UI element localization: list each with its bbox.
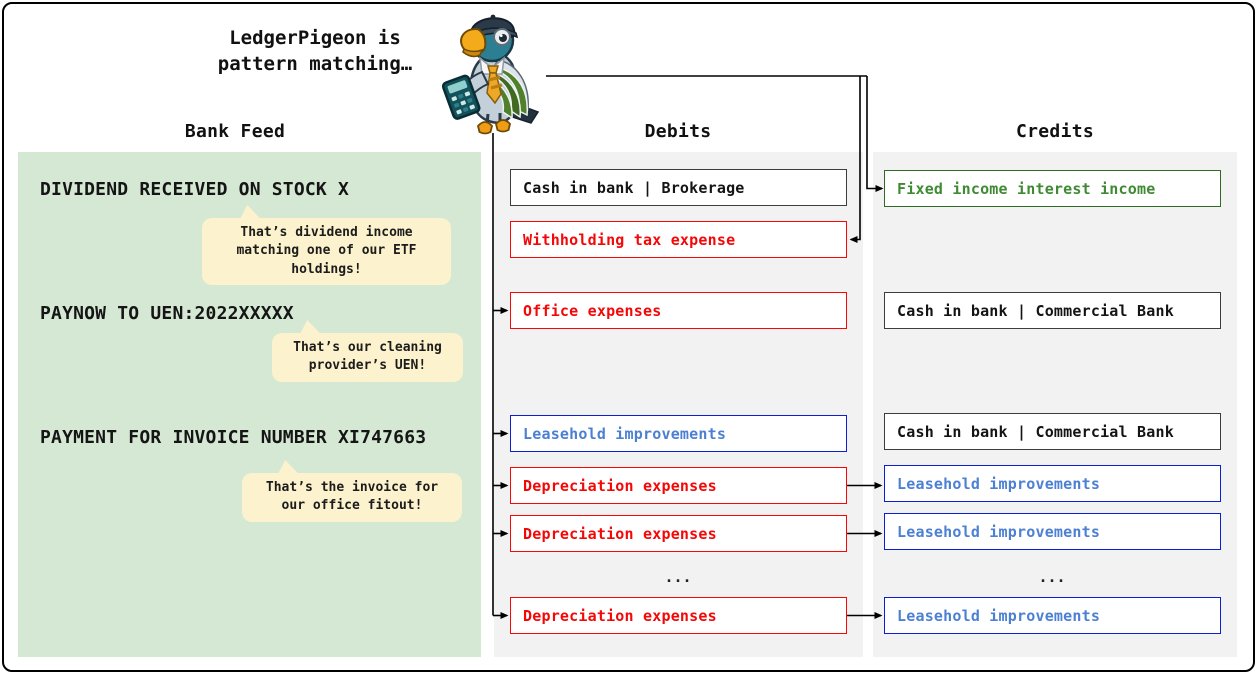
calculator-icon	[441, 74, 481, 120]
pigeon-foot-right	[495, 119, 511, 133]
column-header-credits: Credits	[1016, 121, 1094, 142]
debit-box-leasehold-improvements: Leasehold improvements	[510, 415, 847, 452]
credit-box-leasehold-improvements-1: Leasehold improvements	[884, 465, 1221, 502]
bank-feed-entry-invoice: PAYMENT FOR INVOICE NUMBER XI747663	[40, 427, 427, 448]
credits-ellipsis: ...	[1038, 568, 1066, 586]
debit-box-depreciation-expenses-3: Depreciation expenses	[510, 597, 847, 634]
debits-ellipsis: ...	[664, 568, 692, 586]
credit-box-fixed-income-interest-income: Fixed income interest income	[884, 170, 1221, 207]
note-bubble-paynow: That’s our cleaning provider’s UEN!	[272, 320, 463, 382]
note-bubble-invoice: That’s the invoice for our office fitout…	[242, 460, 462, 522]
pigeon-tie-knot	[487, 65, 499, 74]
bank-feed-entry-paynow: PAYNOW TO UEN:2022XXXXX	[40, 303, 294, 324]
page-title: LedgerPigeon is pattern matching…	[160, 26, 470, 77]
credit-box-cash-in-bank-commercial-2: Cash in bank | Commercial Bank	[884, 413, 1221, 450]
ledgerpigeon-mascot-illustration	[441, 14, 540, 135]
debit-box-depreciation-expenses-2: Depreciation expenses	[510, 515, 847, 552]
bank-feed-entry-dividend: DIVIDEND RECEIVED ON STOCK X	[40, 179, 350, 200]
pigeon-eye-highlight	[499, 34, 503, 37]
note-text: That’s the invoice for our office fitout…	[265, 480, 439, 514]
pigeon-beak	[460, 27, 487, 55]
pigeon-tie-stripes	[488, 75, 503, 90]
column-header-bank-feed: Bank Feed	[184, 121, 286, 142]
note-text: That’s our cleaning provider’s UEN!	[293, 340, 442, 374]
debit-box-cash-in-bank-brokerage: Cash in bank | Brokerage	[510, 169, 847, 206]
credit-box-cash-in-bank-commercial-1: Cash in bank | Commercial Bank	[884, 292, 1221, 329]
debit-box-withholding-tax-expense: Withholding tax expense	[510, 221, 847, 258]
credit-box-leasehold-improvements-3: Leasehold improvements	[884, 597, 1221, 634]
credit-box-leasehold-improvements-2: Leasehold improvements	[884, 513, 1221, 550]
debit-box-depreciation-expenses-1: Depreciation expenses	[510, 467, 847, 504]
note-text: That’s dividend income matching one of o…	[236, 225, 417, 277]
page-title-line2: pattern matching…	[217, 52, 413, 75]
pigeon-beak-lower	[462, 47, 484, 58]
credits-panel	[873, 152, 1237, 657]
debit-box-office-expenses: Office expenses	[510, 292, 847, 329]
pigeon-foot-left	[477, 121, 493, 135]
note-bubble-dividend: That’s dividend income matching one of o…	[202, 205, 451, 286]
pigeon-cap-button	[490, 14, 496, 20]
page-title-line1: LedgerPigeon is	[229, 27, 401, 49]
column-header-debits: Debits	[644, 121, 712, 142]
